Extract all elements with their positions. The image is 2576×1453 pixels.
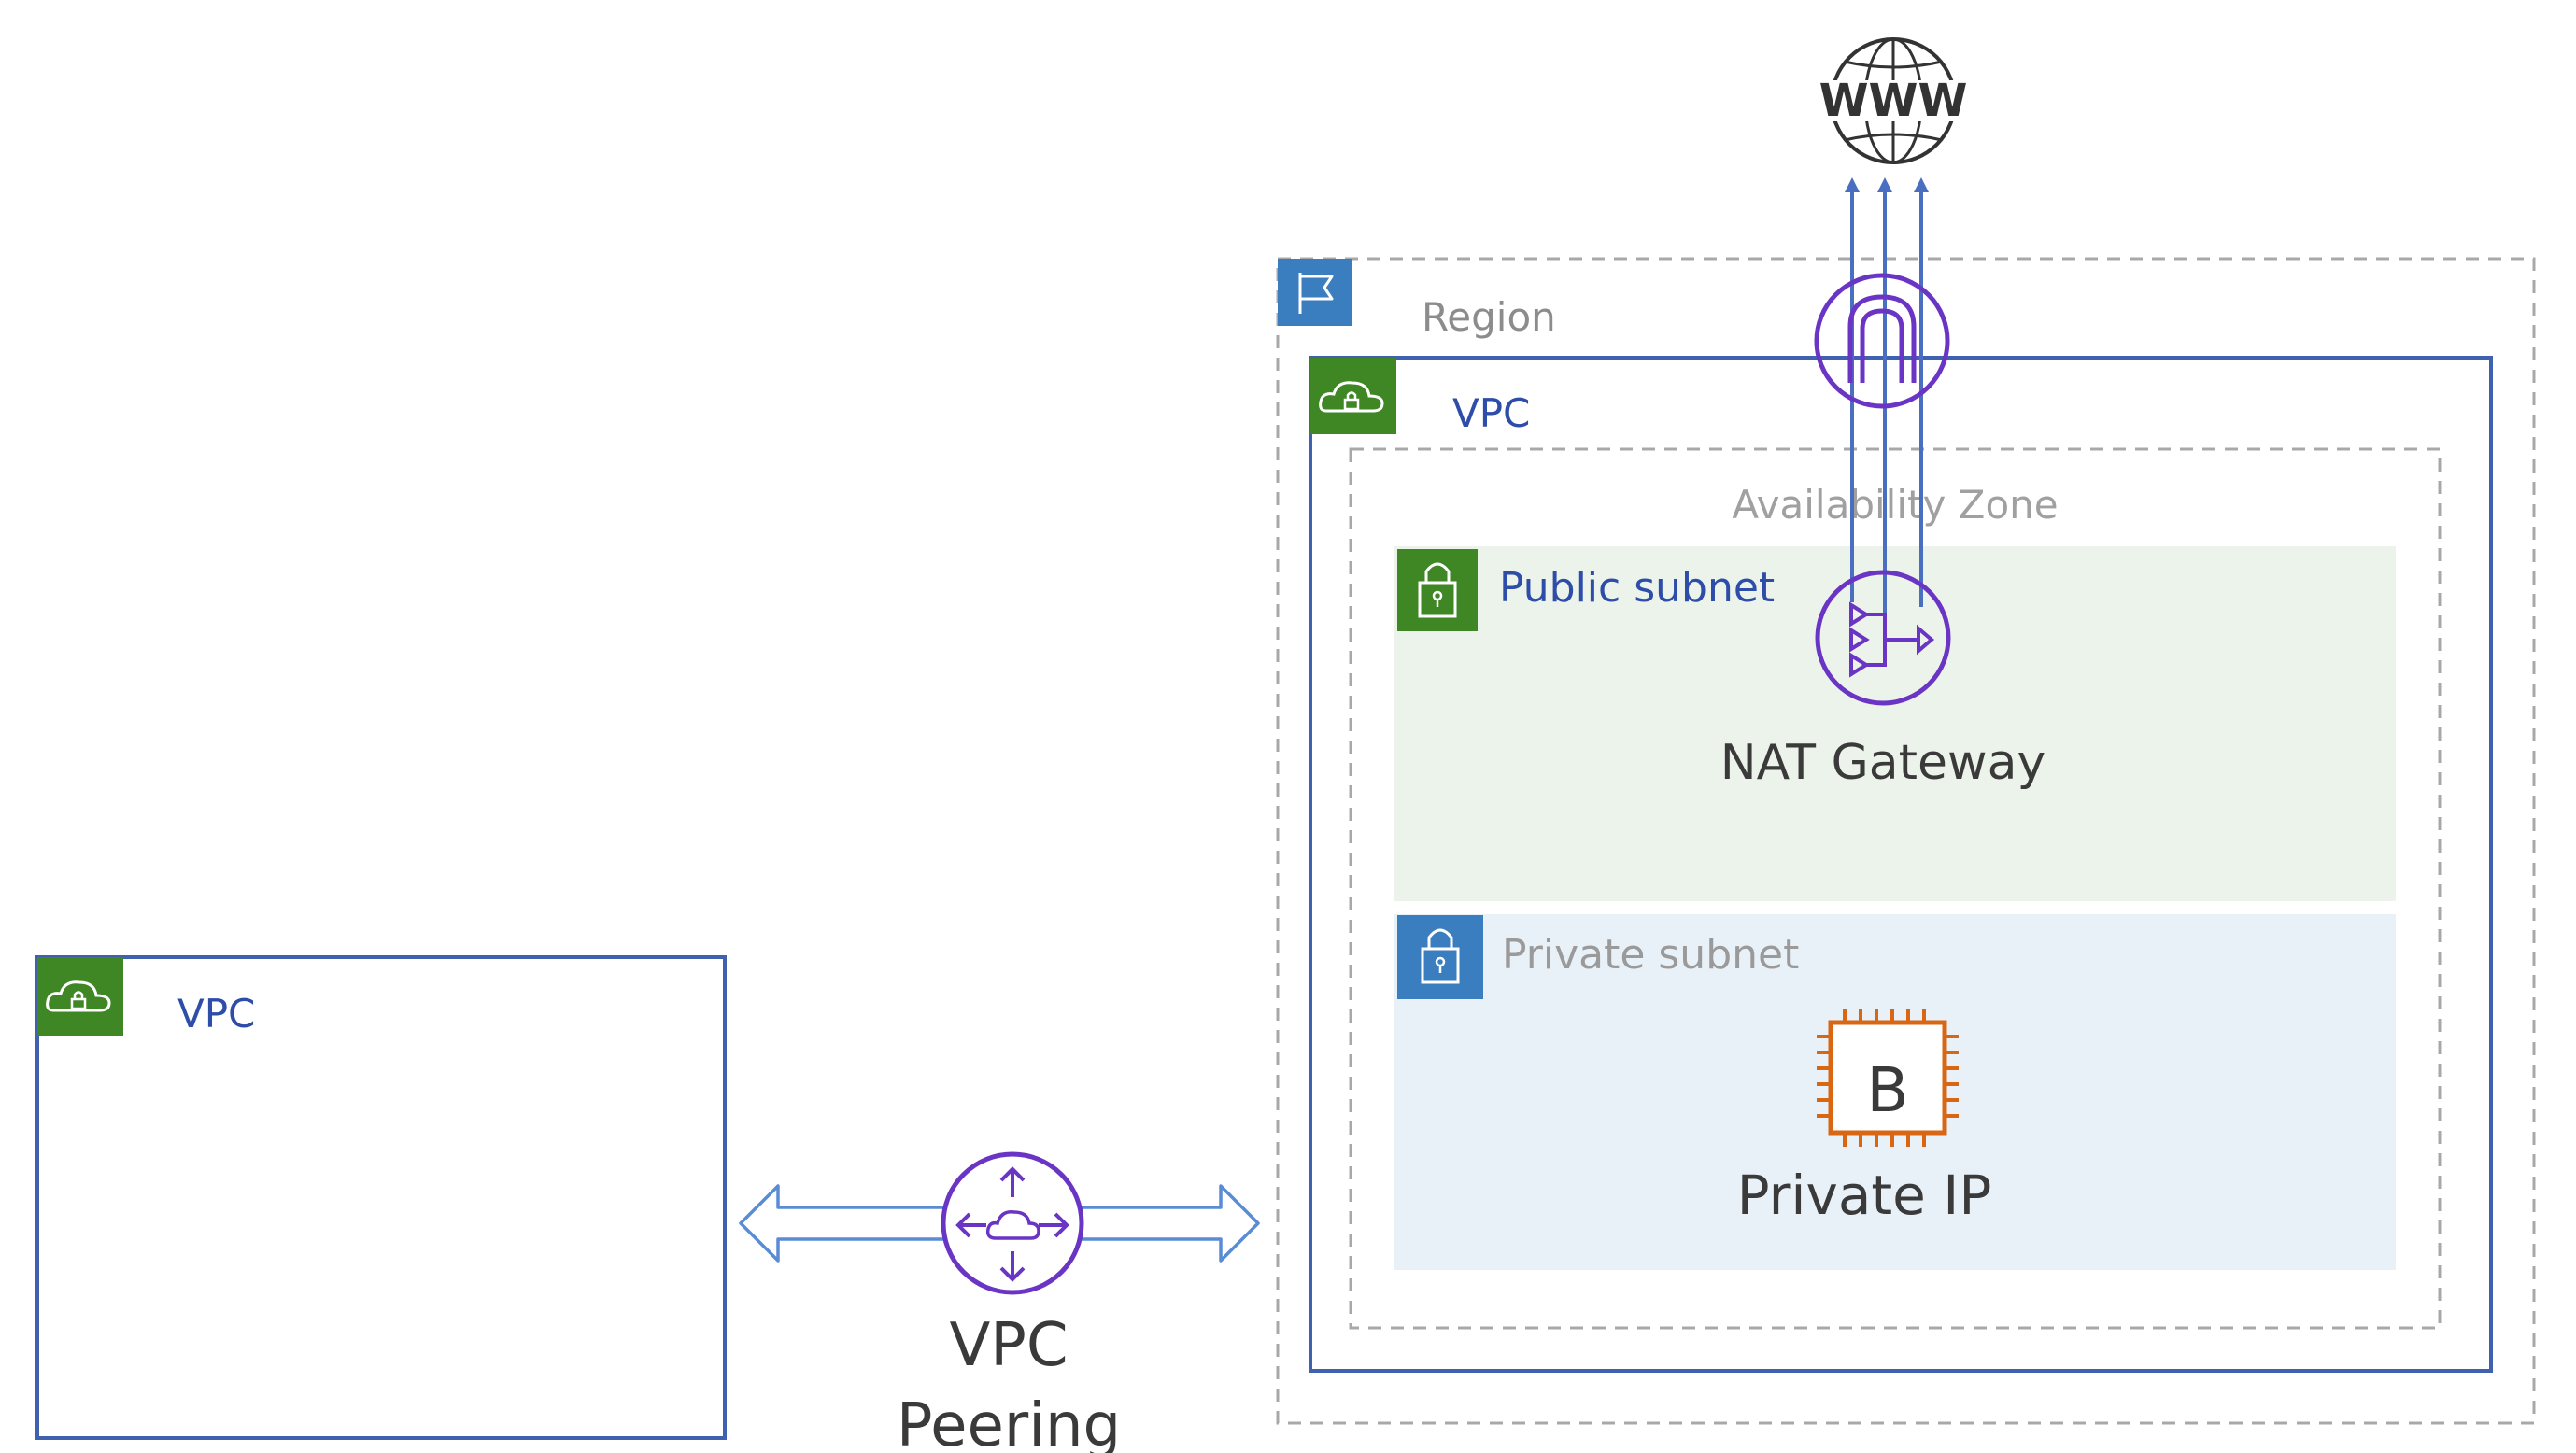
padlock-icon: [1397, 915, 1483, 999]
private-subnet-label: Private subnet: [1502, 931, 1799, 979]
private-ip-label: Private IP: [1737, 1164, 1992, 1227]
vpc-peer-label: VPC: [177, 991, 255, 1037]
instance-letter: B: [1866, 1054, 1908, 1126]
internet-gateway-icon: [1814, 273, 1950, 409]
region-container: [1276, 257, 2536, 1425]
vpc-peering-icon: [941, 1151, 1084, 1295]
vpc-peering-label-line2: Peering: [897, 1391, 1121, 1453]
nat-gateway-label: NAT Gateway: [1720, 735, 2045, 791]
cloud-lock-icon: [1310, 358, 1396, 434]
public-subnet-label: Public subnet: [1499, 564, 1775, 612]
nat-gateway-icon: [1815, 570, 1951, 706]
globe-icon: [1826, 37, 1960, 164]
availability-zone-container: [1349, 447, 2442, 1330]
vpc-peering-label-line1: VPC: [949, 1311, 1068, 1380]
public-subnet-container: [1394, 546, 2396, 901]
padlock-icon: [1397, 549, 1478, 631]
cloud-lock-icon: [37, 957, 123, 1036]
internet-label: WWW: [1819, 75, 1968, 127]
vpc-main-label: VPC: [1452, 390, 1530, 436]
region-label: Region: [1422, 294, 1556, 340]
availability-zone-label: Availability Zone: [1732, 482, 2058, 528]
flag-icon: [1278, 259, 1352, 326]
ec2-chip-icon: [1817, 1009, 1959, 1147]
vpc-peer-container: [35, 955, 727, 1440]
